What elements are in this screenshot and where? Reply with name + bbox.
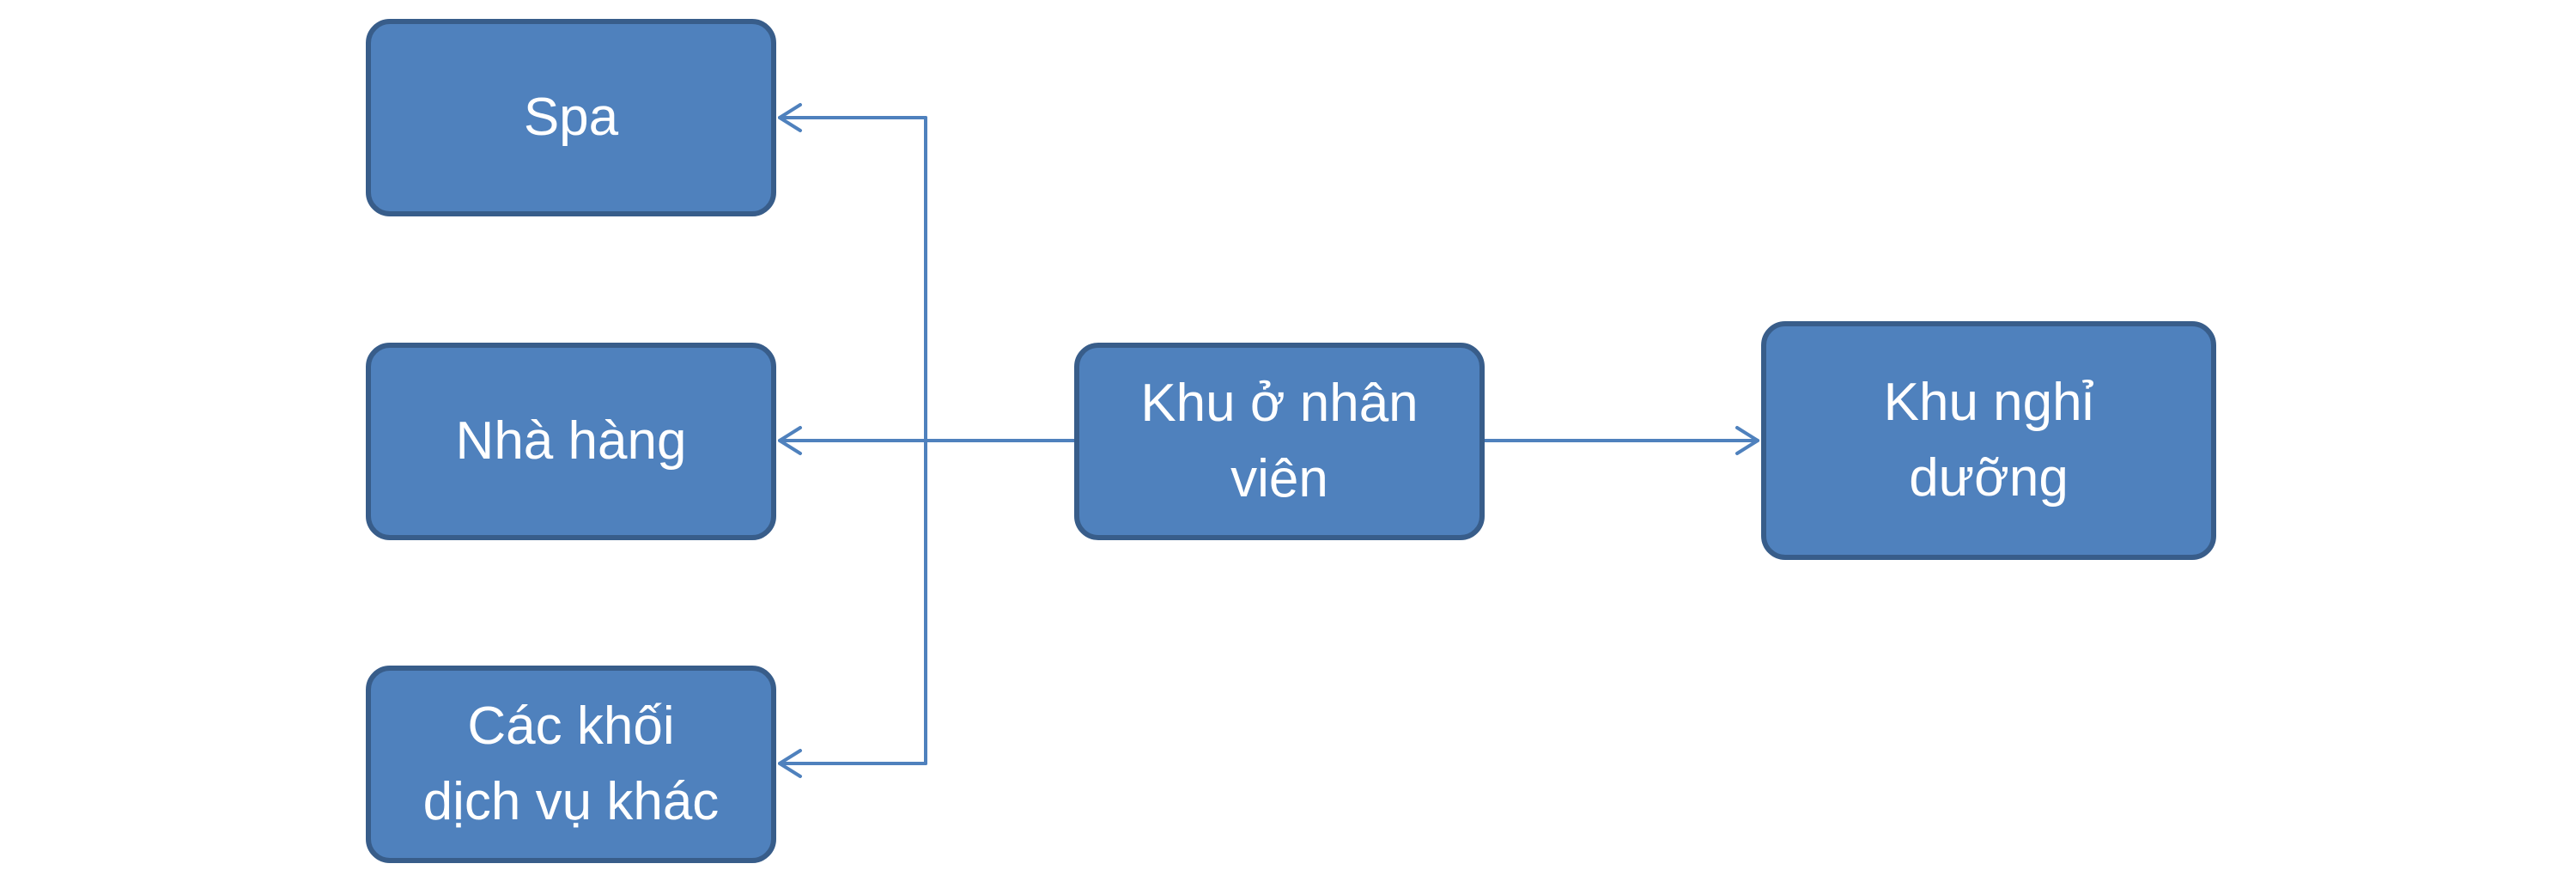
node-cac-khoi-label-line1: Các khối (467, 696, 675, 756)
node-khu-o-label-line2: viên (1230, 449, 1328, 508)
arrowhead-spa (778, 103, 802, 132)
node-khu-o-nhan-vien: Khu ở nhân viên (1074, 343, 1485, 540)
node-cac-khoi-dich-vu-khac: Các khối dịch vụ khác (366, 666, 776, 863)
node-nha-hang-label: Nhà hàng (455, 411, 687, 471)
node-khu-nghi-label-line1: Khu nghỉ (1883, 373, 2094, 432)
node-khu-nghi-duong: Khu nghỉ dưỡng (1761, 321, 2216, 560)
arrowhead-khu-nghi-duong (1735, 426, 1759, 455)
node-cac-khoi-label-line2: dịch vụ khác (422, 772, 720, 831)
node-khu-nghi-label-line2: dưỡng (1909, 448, 2069, 508)
node-spa: Spa (366, 19, 776, 216)
node-nha-hang: Nhà hàng (366, 343, 776, 540)
arrowhead-cac-khoi (778, 749, 802, 778)
node-khu-o-label-line1: Khu ở nhân (1140, 374, 1419, 433)
node-spa-label: Spa (523, 88, 619, 147)
arrowhead-nha-hang (778, 426, 802, 455)
